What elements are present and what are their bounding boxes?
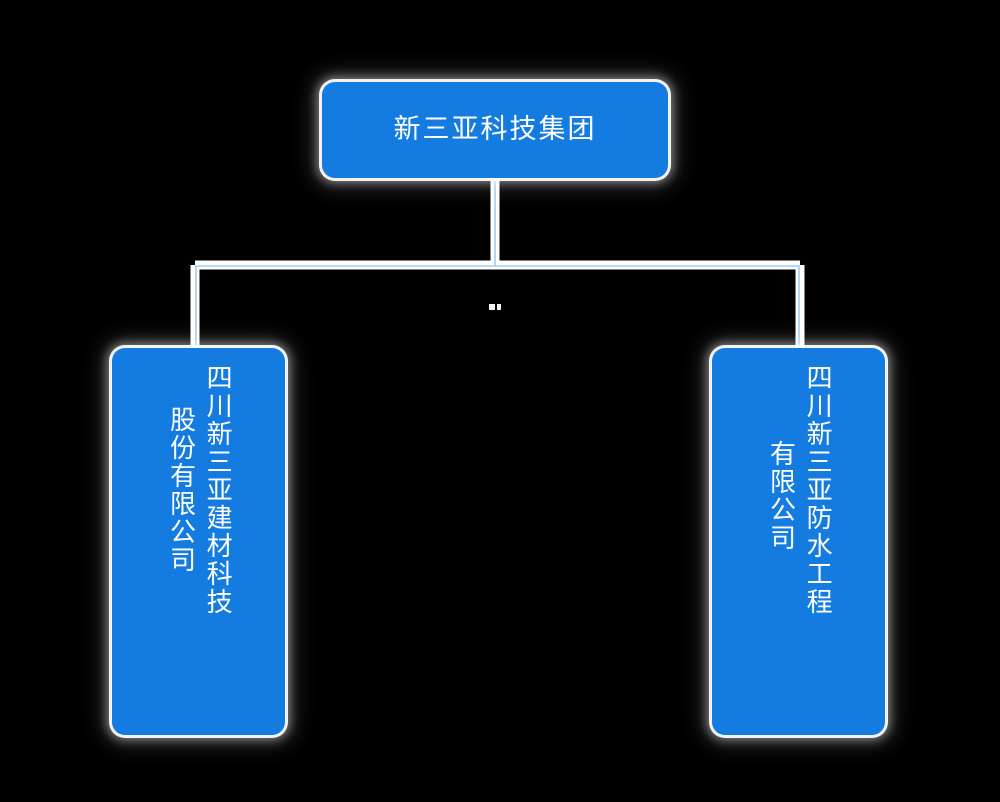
org-node-child-0-column-1: 四川新三亚建材科技 — [202, 364, 233, 616]
connector-artifact — [489, 304, 501, 310]
org-node-root-label: 新三亚科技集团 — [393, 113, 597, 145]
org-node-child-1[interactable]: 四川新三亚防水工程 有限公司 — [712, 348, 885, 735]
org-node-child-0-text: 四川新三亚建材科技 股份有限公司 — [112, 348, 285, 735]
org-node-child-1-column-2: 有限公司 — [765, 440, 796, 552]
org-node-child-1-column-1: 四川新三亚防水工程 — [802, 364, 833, 616]
org-node-child-1-text: 四川新三亚防水工程 有限公司 — [712, 348, 885, 735]
org-node-child-0[interactable]: 四川新三亚建材科技 股份有限公司 — [112, 348, 285, 735]
org-node-root[interactable]: 新三亚科技集团 — [322, 82, 668, 178]
org-node-child-0-column-2: 股份有限公司 — [165, 406, 196, 574]
